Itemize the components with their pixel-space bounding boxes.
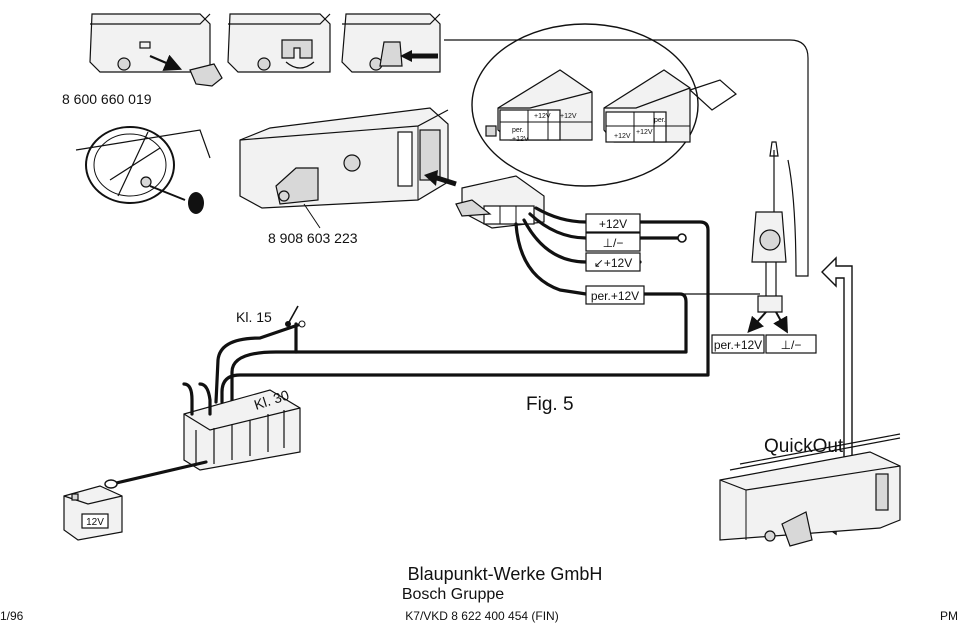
svg-text:+12V: +12V — [599, 217, 627, 231]
svg-text:⊥/−: ⊥/− — [781, 338, 802, 352]
connector-per-label: per. — [512, 127, 524, 134]
radio-unit-step-2 — [227, 13, 331, 73]
svg-text:⊥/−: ⊥/− — [603, 236, 624, 250]
wire-switched — [522, 218, 642, 264]
label-plus12v: +12V — [585, 213, 641, 233]
fuse-box — [182, 382, 301, 471]
connector-12v-label-b: +12V — [614, 133, 631, 140]
svg-text:+12V: +12V — [512, 136, 529, 143]
wire-kl15 — [214, 323, 300, 404]
wire-permanent — [230, 222, 688, 404]
antenna — [747, 141, 788, 334]
radio-unit-step-1 — [89, 13, 223, 87]
quickout-radio — [719, 433, 901, 547]
harness-plug — [455, 175, 545, 229]
wire-plus12v — [534, 206, 710, 374]
adapter-clip — [189, 63, 223, 87]
ignition-switch — [285, 305, 306, 328]
part-number-harness: 8 908 603 223 — [268, 230, 358, 246]
car-radio — [239, 107, 449, 209]
wire-battery — [110, 460, 208, 486]
kl15-label: Kl. 15 — [236, 309, 272, 325]
wire-main-back — [220, 370, 710, 404]
svg-text:+12V: +12V — [560, 113, 577, 120]
battery: 12V — [63, 485, 123, 541]
footer-doc: K7/VKD 8 622 400 454 (FIN) — [405, 609, 558, 623]
label-permanent: per.+12V — [585, 285, 645, 305]
svg-text:per.+12V: per.+12V — [714, 338, 762, 352]
svg-text:↙+12V: ↙+12V — [594, 256, 632, 270]
battery-label: 12V — [86, 517, 104, 528]
part-number-adapter: 8 600 660 019 — [62, 91, 152, 107]
antenna-cable — [444, 39, 809, 277]
svg-text:per.: per. — [654, 117, 666, 124]
footer-right: PM — [940, 609, 958, 623]
connector-12v-label: +12V — [534, 113, 551, 120]
connector-detail: per. +12V +12V +12V +12V +12V per. — [471, 23, 737, 187]
antenna-label-permanent: per.+12V — [711, 334, 765, 354]
footer-company: Blaupunkt-Werke GmbH — [408, 564, 603, 584]
figure-label: Fig. 5 — [526, 394, 574, 415]
radio-unit-step-3 — [341, 13, 441, 73]
label-ground: ⊥/− — [585, 232, 641, 252]
footer-group: Bosch Gruppe — [402, 586, 504, 603]
antenna-label-ground: ⊥/− — [765, 334, 817, 354]
footer-left: 1/96 — [0, 609, 24, 623]
svg-text:per.+12V: per.+12V — [591, 289, 639, 303]
svg-text:+12V: +12V — [636, 129, 653, 136]
label-switched: ↙+12V — [585, 252, 641, 272]
steering-wheel — [75, 126, 211, 214]
